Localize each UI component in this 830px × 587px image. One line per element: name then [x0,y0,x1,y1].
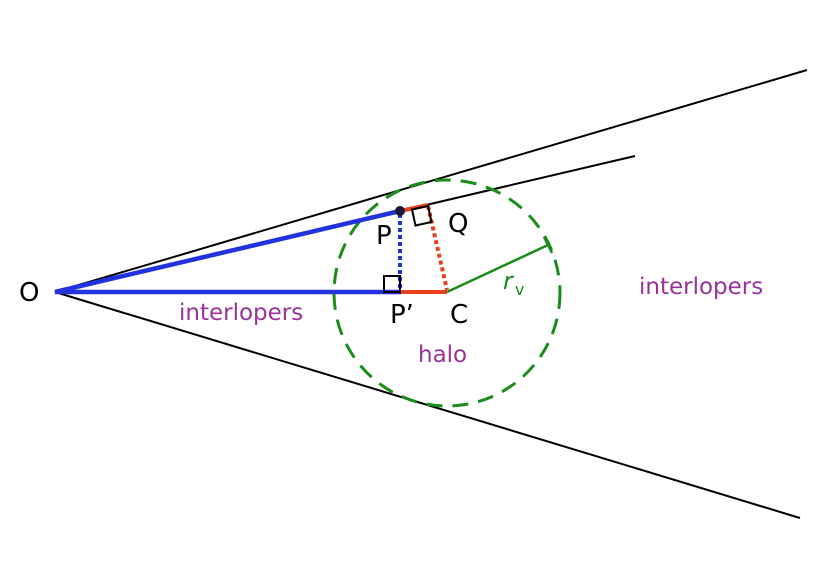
label-origin: O [19,278,39,308]
label-point-p-prime: P’ [390,300,414,330]
green-radius-tick [542,236,554,254]
right-angle-marker-p-prime [383,275,401,293]
label-point-p: P [376,221,392,251]
blue-line-o-to-p [54,208,401,295]
cone-upper-line [54,69,808,293]
label-radius-subscript: v [515,280,524,299]
halo-circle [332,178,562,408]
label-interlopers-right: interlopers [639,274,763,300]
label-halo: halo [418,342,467,368]
label-interlopers-left: interlopers [179,300,303,326]
point-p-dot [395,206,405,216]
label-radius-symbol: r [503,267,515,295]
green-radius-line [446,243,549,294]
label-point-q: Q [448,209,468,239]
label-point-c: C [450,300,468,330]
right-angle-marker-q [410,204,433,227]
